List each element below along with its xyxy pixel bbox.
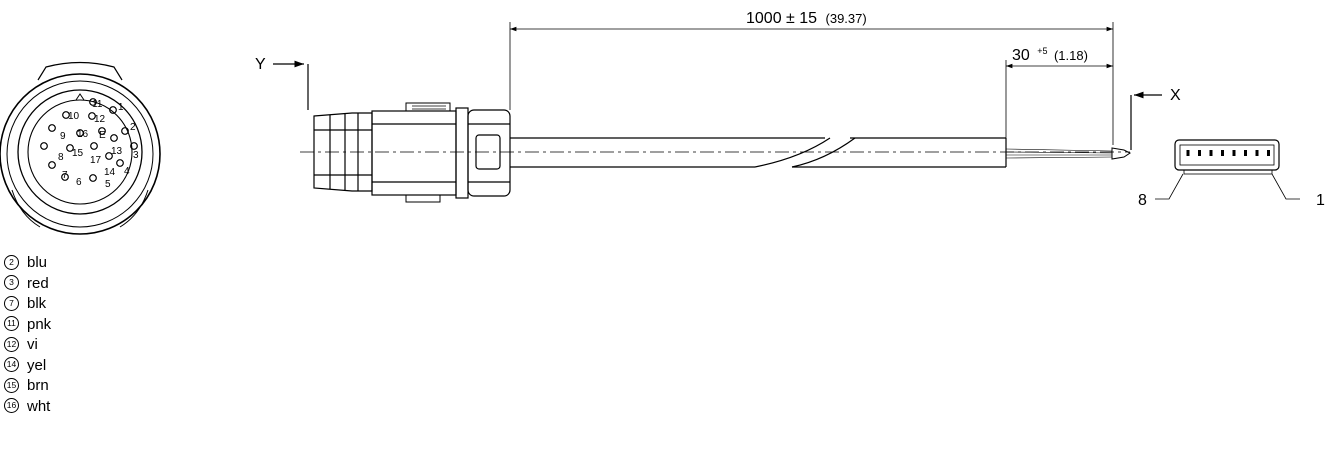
pin-contact [66, 144, 74, 152]
pin-contact [48, 161, 56, 169]
pin-number: 15 [72, 148, 84, 159]
legend-item: 12 vi [4, 335, 51, 356]
pin-number-circle: 11 [4, 316, 19, 332]
connector-body [313, 102, 511, 203]
wire-connector-leaders [1155, 173, 1300, 200]
pin-number-circle: 2 [4, 254, 19, 270]
wire-color: brn [27, 377, 49, 394]
legend-item: 2 blu [4, 253, 51, 274]
connector-contact [1255, 150, 1259, 156]
legend-item: 7 blk [4, 294, 51, 315]
pin-number: 3 [133, 150, 139, 161]
legend-item: 14 yel [4, 356, 51, 377]
pin-label-8: 8 [1138, 192, 1147, 209]
pin-number-circle: 15 [4, 377, 19, 393]
connector-contact [1244, 150, 1247, 156]
connector-contact [1209, 150, 1213, 156]
pin-number: E [99, 130, 106, 141]
pin-number: 5 [105, 179, 111, 190]
pin-contact [48, 124, 56, 132]
dimension-strip-label: 30 +5 (1.18) [1012, 41, 1088, 64]
connector-contact [1186, 150, 1190, 156]
wire-color: red [27, 274, 49, 292]
stripped-wires [1005, 147, 1131, 160]
connector-face-view [0, 61, 161, 235]
cable [510, 137, 1007, 168]
pin-contact [98, 127, 106, 135]
pin-contact [121, 127, 129, 135]
pin-contact [105, 152, 113, 160]
pin-number: 6 [76, 177, 82, 188]
pin-contact [116, 159, 124, 167]
pin-number-circle: 14 [4, 357, 19, 373]
wire-color: vi [27, 336, 38, 353]
connector-contact [1198, 150, 1201, 156]
pin-number-circle: 12 [4, 336, 19, 352]
pin-contact [110, 134, 118, 142]
pin-contact [40, 142, 48, 150]
pin-number: 4 [124, 166, 130, 177]
dimension-strip: 30 +5 (1.18) [1005, 41, 1113, 138]
pin-number: 7 [62, 170, 68, 181]
pin-number: 13 [111, 146, 123, 157]
wire-color: blk [27, 295, 47, 312]
pin-number: 8 [58, 152, 64, 163]
view-arrow-x: X [1130, 87, 1181, 150]
pin-number: 1 [118, 102, 124, 113]
wire-color: wht [27, 397, 51, 415]
legend-item: 11 pnk [4, 315, 51, 336]
connector-contact [1221, 150, 1224, 156]
connector-contact [1232, 150, 1236, 156]
wire-color-legend: 2 blu 3 red 7 blk 11 pnk 12 vi 14 yel 15 brn 16 wht [4, 253, 51, 417]
pin-number: 14 [104, 167, 116, 178]
view-label-y: Y [255, 56, 266, 73]
pin-number: 11 [92, 99, 103, 110]
dimension-total: 1000 ± 15 (39.37) [509, 10, 1114, 145]
pin-number-circle: 16 [4, 398, 19, 414]
wire-connector-pins [1186, 150, 1270, 156]
dimension-total-label: 1000 ± 15 (39.37) [746, 10, 867, 27]
pin-label-1: 1 [1316, 192, 1325, 209]
pin-contact [89, 98, 97, 106]
pin-number-circle: 7 [4, 295, 19, 311]
wire-color: blu [27, 254, 48, 271]
legend-item: 16 wht [4, 397, 51, 418]
pin-contact [109, 106, 117, 114]
pin-contact [76, 129, 84, 137]
pin-number: 9 [60, 131, 66, 142]
view-label-x: X [1170, 87, 1181, 104]
pin-number: 10 [68, 111, 80, 122]
legend-item: 3 red [4, 274, 51, 295]
pin-number-circle: 3 [4, 275, 19, 291]
pin-contact [130, 142, 138, 150]
wire-color: pnk [27, 315, 52, 333]
legend-item: 15 brn [4, 376, 51, 397]
view-arrow-y: Y [255, 56, 309, 110]
pin-contact [61, 173, 69, 181]
pin-number: 17 [90, 155, 102, 166]
pin-contact [62, 111, 70, 119]
pin-number: 16 [77, 129, 89, 140]
pin-contact [90, 142, 98, 150]
pin-number: 12 [94, 114, 106, 125]
wire-connector-view [1174, 139, 1280, 175]
pin-contact [89, 174, 97, 182]
pin-number: 2 [130, 122, 136, 133]
connector-contact [1267, 150, 1270, 156]
pin-contact [88, 112, 96, 120]
wire-color: yel [27, 356, 47, 374]
